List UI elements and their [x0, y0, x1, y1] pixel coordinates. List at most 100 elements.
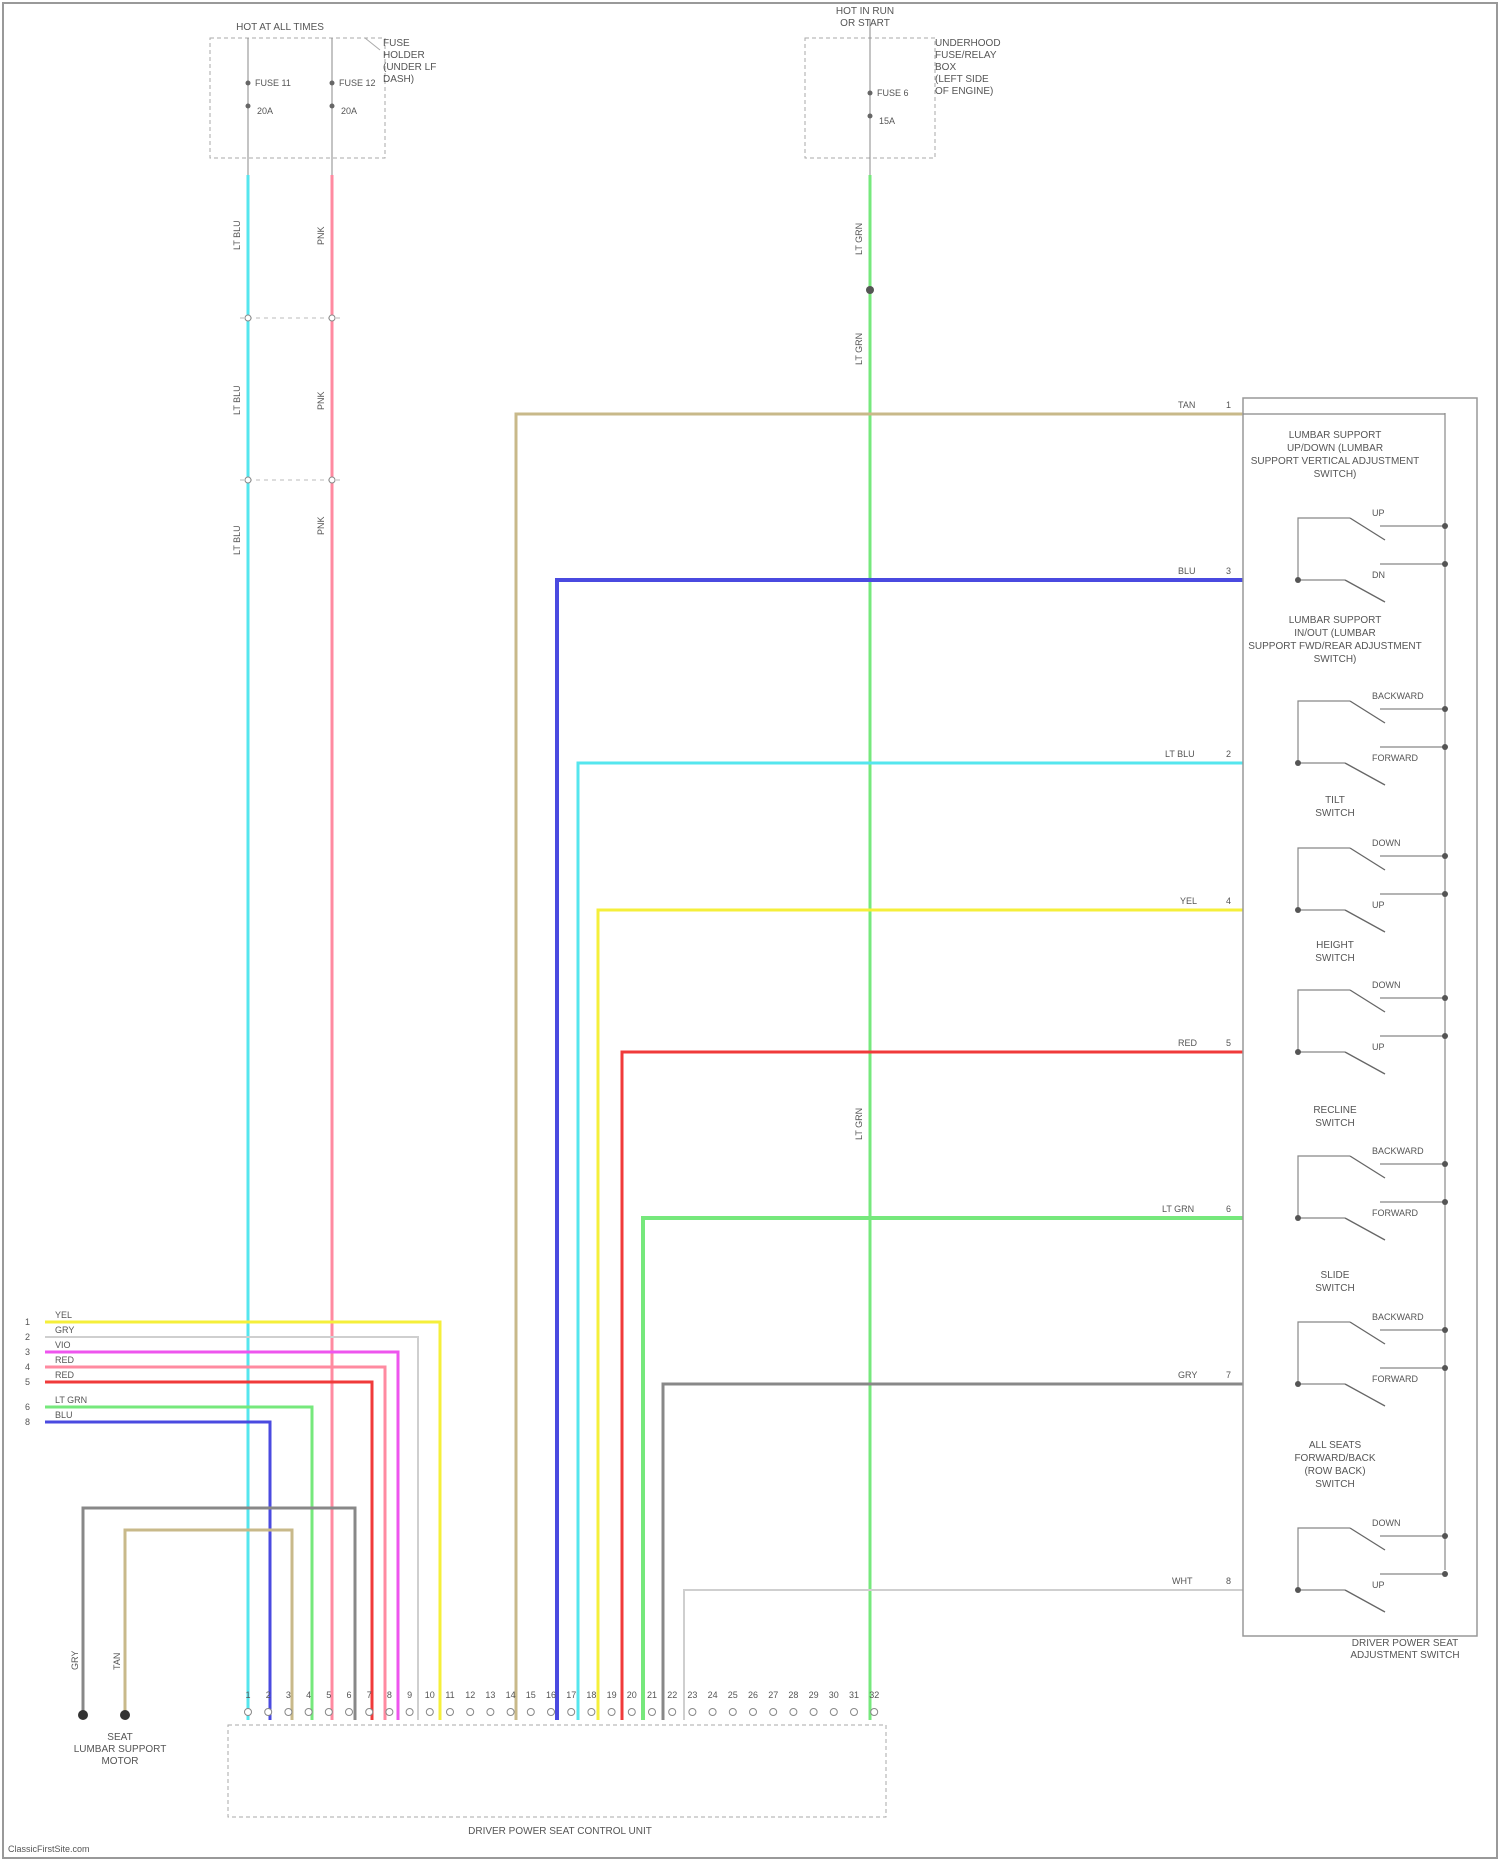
sw-wire-label-gry: GRY	[1178, 1370, 1197, 1380]
control-unit-pin-number: 20	[627, 1690, 637, 1700]
sw-pin-3: 3	[1226, 566, 1231, 576]
control-unit-pin-marker	[770, 1709, 777, 1716]
lumbar-wire-tan: TAN	[112, 1653, 122, 1670]
switch-node-common	[1295, 1215, 1301, 1221]
control-unit-pin-marker	[426, 1709, 433, 1716]
switch-node-a	[1442, 523, 1448, 529]
control-unit-pin-number: 7	[367, 1690, 372, 1700]
switch-node-common	[1295, 760, 1301, 766]
right-fuse-box: HOT IN RUN OR START UNDERHOOD FUSE/RELAY…	[805, 6, 1001, 175]
control-unit-pin-number: 18	[586, 1690, 596, 1700]
switch-section-title: RECLINE	[1313, 1105, 1357, 1116]
switch-node-b	[1442, 1365, 1448, 1371]
switch-node-common	[1295, 1381, 1301, 1387]
switch-section-title: HEIGHT	[1316, 940, 1354, 951]
switch-pos-a: DOWN	[1372, 838, 1401, 848]
left-fuse-desc-3: (UNDER LF	[383, 62, 436, 73]
switch-pos-b: FORWARD	[1372, 1374, 1418, 1384]
control-unit-pin-number: 10	[425, 1690, 435, 1700]
lc-label-3: VIO	[55, 1340, 71, 1350]
switch-pos-b: UP	[1372, 1580, 1385, 1590]
switch-pos-a: DOWN	[1372, 980, 1401, 990]
fuse-6-label: FUSE 6	[877, 88, 909, 98]
control-unit-pin-number: 8	[387, 1690, 392, 1700]
switch-section-title: LUMBAR SUPPORT	[1289, 615, 1382, 626]
switch-section-title: UP/DOWN (LUMBAR	[1287, 443, 1383, 454]
switch-assembly-title-1: DRIVER POWER SEAT	[1352, 1638, 1459, 1649]
wire-label-ltgrn-3: LT GRN	[854, 1108, 864, 1140]
lumbar-motor-name-3: MOTOR	[101, 1756, 138, 1767]
lc-label-5: RED	[55, 1370, 75, 1380]
switch-pos-b: UP	[1372, 1042, 1385, 1052]
switch-contact-line	[1298, 701, 1350, 763]
right-fuse-desc-2: FUSE/RELAY	[935, 50, 997, 61]
control-unit-pin-number: 27	[768, 1690, 778, 1700]
sw-wire-label-tan: TAN	[1178, 400, 1195, 410]
control-unit-pin-number: 11	[445, 1690, 454, 1700]
switch-contact-line	[1298, 518, 1350, 580]
switch-node-b	[1442, 1199, 1448, 1205]
switch-section-title: SWITCH	[1315, 1479, 1354, 1490]
control-unit-pin-number: 30	[829, 1690, 839, 1700]
switch-sections: LUMBAR SUPPORT UP/DOWN (LUMBAR SUPPORT VER…	[1248, 430, 1448, 1612]
lc-pin-1: 1	[25, 1317, 30, 1327]
right-fuse-desc-5: OF ENGINE)	[935, 86, 993, 97]
control-unit-pin-number: 2	[266, 1690, 271, 1700]
control-unit-pin-marker	[588, 1709, 595, 1716]
switch-contact-line	[1298, 1156, 1350, 1218]
switch-blade-a	[1350, 518, 1385, 540]
control-unit-pin-number: 21	[647, 1690, 657, 1700]
lc-pin-6: 6	[25, 1402, 30, 1412]
wire-label-ltblu-1: LT BLU	[232, 220, 242, 250]
fuse-11-label: FUSE 11	[255, 78, 291, 88]
switch-section-title: SLIDE	[1321, 1270, 1350, 1281]
fuse-12-amp: 20A	[341, 106, 357, 116]
switch-pos-b: UP	[1372, 900, 1385, 910]
control-unit-pin-marker	[285, 1709, 292, 1716]
watermark: ClassicFirstSite.com	[8, 1844, 90, 1854]
control-unit-pin-marker	[628, 1709, 635, 1716]
control-unit-pin-number: 26	[748, 1690, 758, 1700]
switch-section-title: LUMBAR SUPPORT	[1289, 430, 1382, 441]
switch-pos-a: DOWN	[1372, 1518, 1401, 1528]
left-fuse-desc-4: DASH)	[383, 74, 414, 85]
switch-blade-b	[1345, 763, 1385, 785]
switch-section-title: IN/OUT (LUMBAR	[1294, 628, 1376, 639]
page-border	[3, 3, 1497, 1858]
control-unit-pin-marker	[245, 1709, 252, 1716]
switch-blade-a	[1350, 1528, 1385, 1550]
lumbar-motor-name-2: LUMBAR SUPPORT	[74, 1744, 167, 1755]
control-unit-pin-marker	[325, 1709, 332, 1716]
switch-section-title: SWITCH	[1315, 953, 1354, 964]
control-unit-pin-number: 13	[485, 1690, 495, 1700]
control-unit-pin-number: 28	[788, 1690, 798, 1700]
switch-assembly-title-2: ADJUSTMENT SWITCH	[1350, 1650, 1459, 1661]
fuse-12-label: FUSE 12	[339, 78, 376, 88]
control-unit-pin-marker	[729, 1709, 736, 1716]
sw-wire-label-wht: WHT	[1172, 1576, 1193, 1586]
switch-section-title: TILT	[1325, 795, 1345, 806]
wire-label-ltgrn-2: LT GRN	[854, 333, 864, 365]
switch-blade-a	[1350, 990, 1385, 1012]
sw-wire-label-yel: YEL	[1180, 896, 1197, 906]
switch-node-a	[1442, 706, 1448, 712]
sw-pin-1: 1	[1226, 400, 1231, 410]
right-fuse-desc-1: UNDERHOOD	[935, 38, 1001, 49]
switch-section-title: SWITCH)	[1314, 469, 1357, 480]
left-fuse-holder: HOT AT ALL TIMES FUSE HOLDER (UNDER LF D…	[210, 22, 436, 175]
switch-section-title: SUPPORT VERTICAL ADJUSTMENT	[1251, 456, 1420, 467]
control-unit-pin-marker	[709, 1709, 716, 1716]
control-unit-pin-marker	[346, 1709, 353, 1716]
control-unit-pin-number: 4	[306, 1690, 311, 1700]
wire-label-pnk-2: PNK	[316, 391, 326, 410]
control-unit-pin-marker	[366, 1709, 373, 1716]
switch-node-a	[1442, 853, 1448, 859]
control-unit-pin-marker	[265, 1709, 272, 1716]
switch-contact-line	[1298, 848, 1350, 910]
switch-blade-b	[1345, 910, 1385, 932]
sw-wire-label-ltblu: LT BLU	[1165, 749, 1195, 759]
switch-contact-line	[1298, 1322, 1350, 1384]
switch-node-b	[1442, 744, 1448, 750]
control-unit: DRIVER POWER SEAT CONTROL UNIT	[228, 1725, 886, 1837]
right-fuse-title-1: HOT IN RUN	[836, 6, 894, 17]
